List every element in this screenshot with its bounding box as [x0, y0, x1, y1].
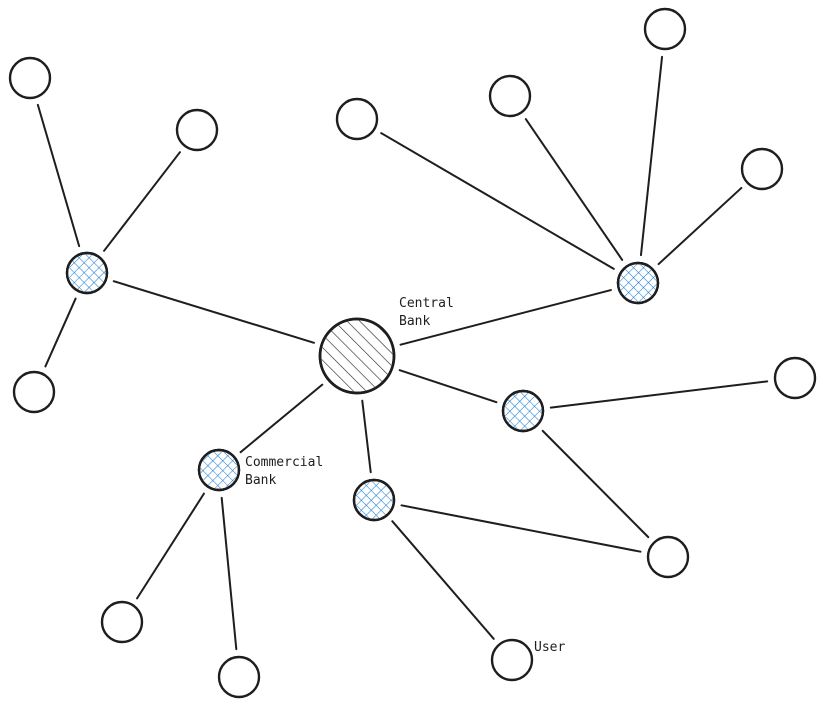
label-line: Bank	[245, 473, 276, 488]
edge-bank-commercial-to-user-c2	[220, 496, 238, 651]
node-user-l2[interactable]	[175, 108, 219, 152]
hatched-fill	[321, 320, 393, 392]
edge-bank-commercial-to-user-c1	[136, 492, 205, 600]
node-outline	[318, 317, 396, 395]
user-node-circle	[773, 356, 817, 400]
crosshatched-fill	[504, 392, 542, 430]
node-user-c1[interactable]	[100, 600, 144, 644]
edge-bank-right-to-user-r1	[549, 380, 769, 409]
user-node-circle	[8, 56, 52, 100]
user-node-circle	[490, 638, 534, 682]
edge-bank-topright-to-user-t1	[380, 132, 615, 270]
edge-central-to-bank-left	[112, 280, 315, 344]
node-user-t3[interactable]	[643, 7, 687, 51]
user-node-circle	[175, 108, 219, 152]
node-bank-topright[interactable]	[616, 261, 660, 305]
edge-bank-left-to-user-l2	[103, 151, 181, 252]
node-outline	[65, 251, 109, 295]
label-line: Bank	[399, 314, 430, 329]
node-user-c2[interactable]	[217, 655, 261, 699]
label-line: Commercial	[245, 455, 323, 470]
node-bank-bottom[interactable]	[352, 478, 396, 522]
user-node-circle	[335, 97, 379, 141]
crosshatched-fill	[200, 451, 238, 489]
node-bank-left[interactable]	[65, 251, 109, 295]
edges-layer	[36, 55, 769, 651]
edge-central-to-bank-topright	[399, 289, 612, 346]
edge-central-to-bank-right	[398, 369, 498, 404]
edge-bank-left-to-user-l1	[36, 103, 81, 248]
node-outline	[352, 478, 396, 522]
node-outline	[197, 448, 241, 492]
edge-bank-bottom-to-user-b1	[391, 520, 495, 640]
edge-bank-topright-to-user-t4	[657, 186, 743, 266]
user-node-circle	[488, 74, 532, 118]
node-bank-commercial[interactable]	[197, 448, 241, 492]
user-node-circle	[12, 370, 56, 414]
nodes-layer	[8, 7, 817, 699]
node-user-t4[interactable]	[740, 147, 784, 191]
node-outline	[501, 389, 545, 433]
label-line: User	[534, 640, 565, 655]
crosshatched-fill	[68, 254, 106, 292]
edge-central-to-bank-commercial	[239, 383, 324, 454]
edge-bank-topright-to-user-t3	[639, 55, 664, 257]
user-node-circle	[643, 7, 687, 51]
user-node-circle	[646, 535, 690, 579]
node-user-b1[interactable]	[490, 638, 534, 682]
node-user-t1[interactable]	[335, 97, 379, 141]
edge-bank-right-to-user-r2	[541, 429, 650, 539]
edge-bank-left-to-user-l3	[44, 297, 77, 368]
user-node-circle	[100, 600, 144, 644]
node-user-t2[interactable]	[488, 74, 532, 118]
edge-central-to-bank-bottom	[361, 399, 372, 474]
user-node-circle	[217, 655, 261, 699]
node-user-l1[interactable]	[8, 56, 52, 100]
label-user-b1: User	[534, 640, 565, 655]
node-user-r2[interactable]	[646, 535, 690, 579]
edge-bank-topright-to-user-t2	[524, 118, 624, 261]
user-node-circle	[740, 147, 784, 191]
crosshatched-fill	[355, 481, 393, 519]
crosshatched-fill	[619, 264, 657, 302]
edge-bank-bottom-to-user-r2	[400, 504, 642, 553]
node-central[interactable]	[318, 317, 396, 395]
node-user-r1[interactable]	[773, 356, 817, 400]
label-line: Central	[399, 296, 454, 311]
node-outline	[616, 261, 660, 305]
node-bank-right[interactable]	[501, 389, 545, 433]
node-user-l3[interactable]	[12, 370, 56, 414]
